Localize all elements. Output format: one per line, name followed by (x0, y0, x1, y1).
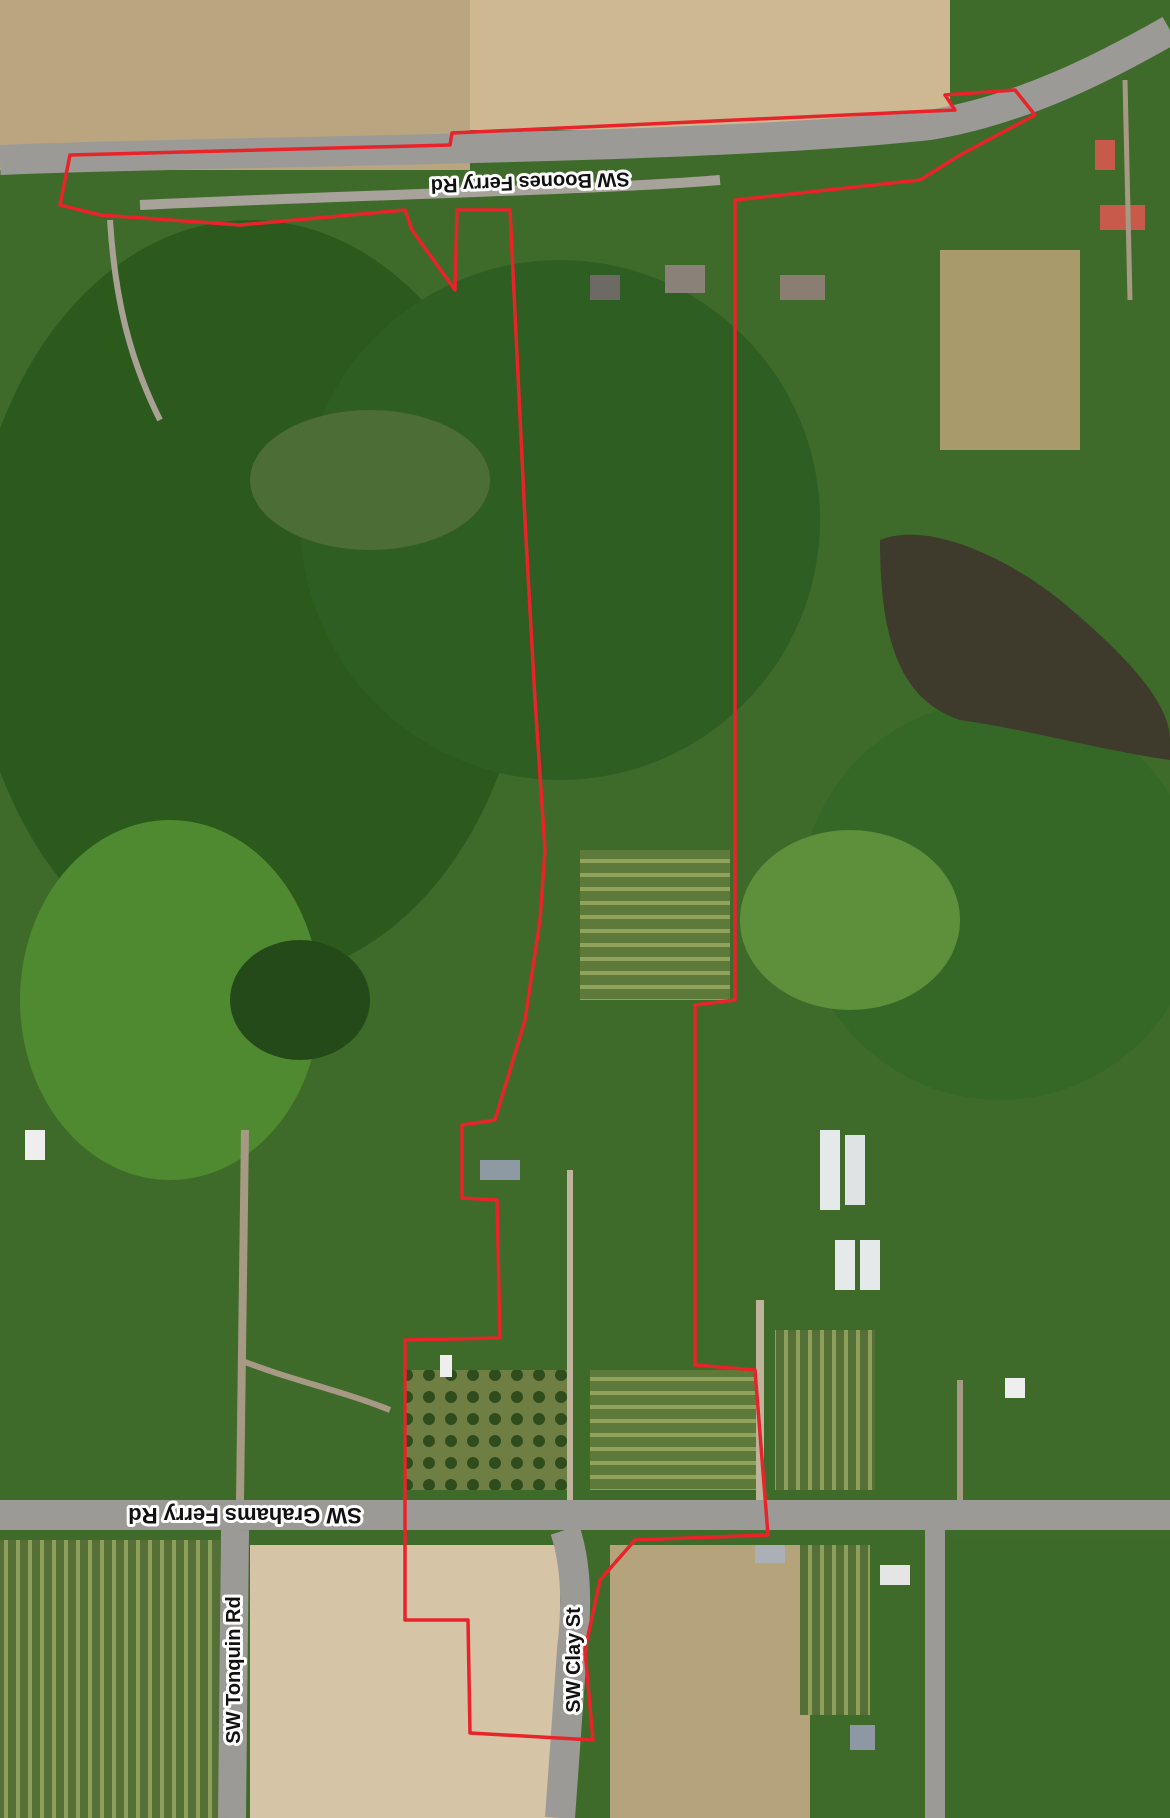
building (665, 265, 705, 293)
meadow-east (740, 830, 960, 1010)
label-grahams-ferry: SW Grahams Ferry Rd (128, 1503, 362, 1528)
road-clay (545, 1525, 591, 1818)
meadow-west (20, 820, 320, 1180)
trees-south-east (950, 1540, 1170, 1818)
label-tonquin: SW Tonquin Rd (223, 1596, 245, 1743)
road-tonquin (218, 1529, 249, 1818)
field-south-east (610, 1545, 810, 1818)
driveway-east (1122, 79, 1133, 301)
building (1005, 1378, 1025, 1398)
greenhouse (820, 1130, 840, 1210)
trees-southwest (230, 940, 370, 1060)
road-boones-ferry-shoulder (139, 175, 721, 210)
crop-field-south-east (775, 1330, 875, 1490)
driveway-west (107, 219, 163, 422)
crop-field-south-east-2 (800, 1545, 870, 1715)
building (590, 275, 620, 300)
building (780, 275, 825, 300)
wetland-north (250, 410, 490, 550)
parcel-boundary (58, 88, 1037, 1742)
greenhouse (835, 1240, 855, 1290)
forest-central (300, 260, 820, 780)
field-northeast (940, 250, 1080, 450)
building (480, 1160, 520, 1180)
label-clay: SW Clay St (563, 1607, 585, 1713)
greenhouse (845, 1135, 865, 1205)
crop-field-center (580, 850, 730, 1000)
crop-field-south-center (590, 1370, 760, 1490)
farm-road-southwest (238, 1357, 392, 1413)
field-north-right (470, 0, 950, 130)
building (755, 1545, 785, 1563)
building (1100, 205, 1145, 230)
farm-road-west (236, 1129, 249, 1501)
building (440, 1355, 452, 1377)
building (25, 1130, 45, 1160)
building (880, 1565, 910, 1585)
orchard-south (405, 1370, 570, 1490)
road-grahams-ferry (0, 1500, 1170, 1530)
road-boones-ferry (0, 16, 1170, 175)
building (850, 1725, 875, 1750)
greenhouse (860, 1240, 880, 1290)
crop-field-southwest (0, 1540, 220, 1818)
pond (880, 534, 1170, 760)
building (1095, 140, 1115, 170)
